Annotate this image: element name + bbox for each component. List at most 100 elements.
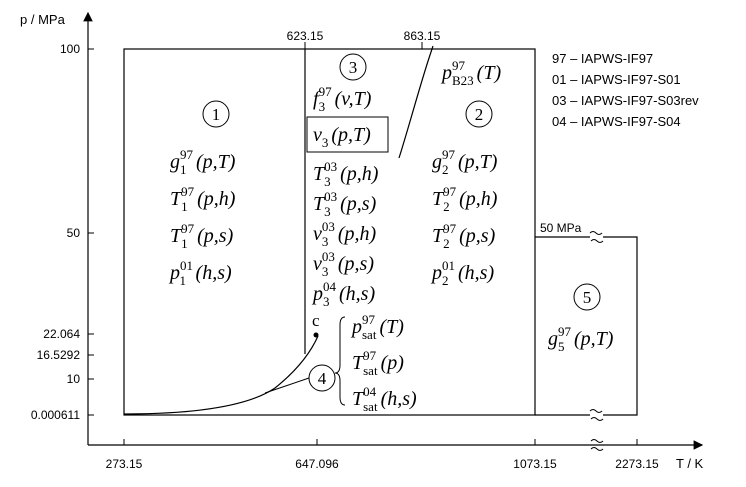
equation-superscript: 97: [558, 324, 572, 339]
x-ticks: 273.15 647.096 1073.15 2273.15: [106, 439, 659, 471]
equation-symbol: v: [313, 223, 322, 245]
equation-arguments: (p,h): [459, 188, 498, 210]
x-axis-label: T / K: [676, 456, 704, 471]
equation-subscript: 1: [180, 273, 187, 288]
equation-subscript: sat: [363, 399, 378, 414]
equation-arguments: (p,h): [338, 223, 377, 245]
top-tick-label: 623.15: [287, 29, 324, 43]
equation-subscript: 1: [181, 236, 188, 251]
equation-superscript: 97: [181, 184, 195, 199]
legend-item: 04 – IAPWS-IF97-S04: [552, 114, 681, 129]
saturation-curve: [123, 335, 319, 415]
equation-subscript: 2: [443, 199, 450, 214]
region4-brace: [334, 316, 346, 406]
equation-superscript: 03: [324, 189, 337, 204]
equation-symbol: T: [352, 352, 365, 374]
equation-arguments: (p,h): [197, 188, 236, 210]
equation-arguments: (T): [379, 316, 404, 338]
equation-symbol: T: [313, 193, 326, 215]
legend-item: 01 – IAPWS-IF97-S01: [552, 72, 681, 87]
equation-subscript: 5: [558, 339, 565, 354]
equation-arguments: (p,s): [197, 225, 233, 247]
equation-arguments: (h,s): [381, 388, 417, 410]
top-tick-label: 863.15: [404, 29, 441, 43]
critical-point: [313, 332, 319, 338]
equation-subscript: 3: [324, 204, 331, 219]
y-tick-label: 22.064: [43, 327, 80, 341]
equation-symbol: p: [440, 62, 452, 84]
region2-marker: [465, 100, 493, 128]
region4-pointer: [264, 377, 310, 394]
region5-marker: [573, 283, 601, 311]
legend-item: 97 – IAPWS-IF97: [552, 51, 653, 66]
equation: v3(p,T): [313, 124, 371, 150]
equation-symbol: f: [313, 88, 321, 110]
equation-superscript: 01: [442, 258, 455, 273]
x-tick-label: 1073.15: [513, 457, 557, 471]
equation-subscript: 3: [322, 264, 329, 279]
equation-subscript: 3: [319, 99, 326, 114]
equation-subscript: sat: [362, 327, 377, 342]
equation-symbol: T: [352, 388, 365, 410]
x-tick-label: 647.096: [295, 457, 339, 471]
equation-subscript: sat: [363, 363, 378, 378]
region1-number: 1: [212, 105, 221, 124]
equation-arguments: (v,T): [335, 88, 372, 110]
equation-arguments: (p,s): [338, 253, 374, 275]
b23-curve: [398, 45, 434, 159]
x-tick-label: 2273.15: [615, 457, 659, 471]
y-ticks: 100 50 22.064 16.5292 10 0.000611: [31, 42, 94, 422]
equation-arguments: (T): [477, 62, 502, 84]
equation-superscript: 03: [322, 219, 335, 234]
region2-number: 2: [475, 105, 484, 124]
equation-subscript: 3: [324, 174, 331, 189]
y-tick-label: 16.5292: [37, 348, 81, 362]
equation-arguments: (p): [381, 352, 405, 374]
equation-superscript: 97: [442, 147, 456, 162]
equation-superscript: 04: [363, 384, 377, 399]
v3-box: [306, 116, 389, 153]
equation-arguments: (p,T): [196, 151, 236, 173]
region5-break-top: [589, 231, 604, 243]
equation-symbol: T: [432, 225, 445, 247]
region4-number: 4: [318, 369, 327, 388]
legend-item: 03 – IAPWS-IF97-S03rev: [552, 93, 699, 108]
equation-arguments: (p,T): [458, 151, 498, 173]
region5-number: 5: [583, 288, 592, 307]
equation-symbol: T: [432, 188, 445, 210]
equation-subscript: 2: [442, 273, 449, 288]
equation-arguments: (p,s): [340, 193, 376, 215]
equation-symbol: v: [313, 253, 322, 275]
equation-superscript: 97: [443, 221, 457, 236]
equation-subscript: 3: [322, 135, 329, 150]
equation-superscript: 03: [322, 249, 335, 264]
equation-symbol: g: [432, 151, 442, 173]
equation-superscript: 97: [180, 147, 194, 162]
equation-subscript: 1: [180, 162, 187, 177]
y-tick-label: 0.000611: [31, 408, 80, 422]
equation-superscript: 97: [362, 312, 376, 327]
x-tick-label: 273.15: [106, 457, 143, 471]
equation-subscript: 3: [323, 294, 330, 309]
equation-symbol: p: [168, 262, 180, 284]
region1-marker: [202, 100, 230, 128]
y-tick-label: 100: [60, 42, 80, 56]
equation-arguments: (h,s): [196, 262, 232, 284]
equation-subscript: 2: [443, 236, 450, 251]
